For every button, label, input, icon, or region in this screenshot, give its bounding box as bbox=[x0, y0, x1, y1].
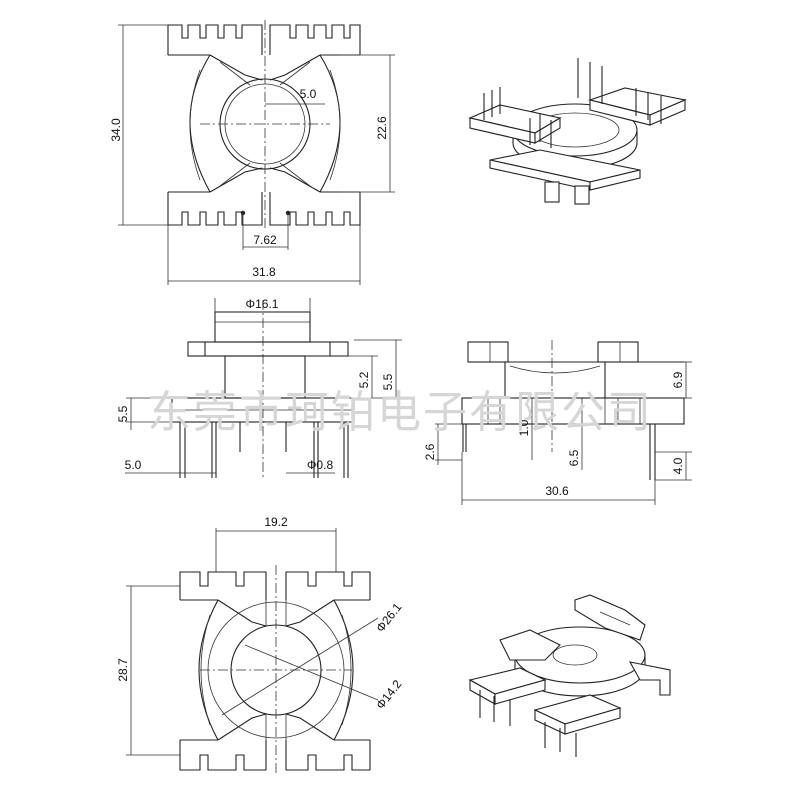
dim-pin-drop: 4.0 bbox=[671, 457, 685, 474]
dim-pin-length: 6.5 bbox=[567, 449, 581, 466]
dim-side-height: 6.9 bbox=[671, 371, 685, 388]
dim-bottom-height: 28.7 bbox=[116, 658, 130, 682]
dim-side-width: 30.6 bbox=[545, 484, 569, 498]
front-view: Φ16.1 5.2 5.5 5.5 5.0 Φ0.8 bbox=[116, 297, 402, 480]
isometric-top bbox=[468, 58, 687, 205]
dim-outer-diameter: Φ26.1 bbox=[373, 600, 405, 635]
dim-height-34: 34.0 bbox=[109, 118, 123, 142]
dim-core-height: 1.0 bbox=[517, 419, 531, 436]
bottom-view: 19.2 28.7 Φ26.1 Φ14.2 bbox=[116, 515, 405, 775]
side-view: 6.9 1.0 2.6 6.5 4.0 30.6 bbox=[423, 340, 692, 505]
dim-pin-pitch: 7.62 bbox=[253, 233, 277, 247]
dim-width-31: 31.8 bbox=[252, 265, 276, 279]
top-view: 34.0 22.6 5.0 7.62 31.8 bbox=[109, 20, 395, 285]
dim-bottom-width: 19.2 bbox=[264, 515, 288, 529]
dim-inner-height: 22.6 bbox=[375, 116, 389, 140]
dim-inner-diameter: Φ14.2 bbox=[373, 677, 405, 712]
dim-pin-diameter: Φ0.8 bbox=[307, 458, 334, 472]
isometric-bottom bbox=[468, 594, 671, 757]
dim-height-upper: 5.2 bbox=[357, 371, 371, 388]
dim-pin-spacing: 5.0 bbox=[125, 458, 142, 472]
dim-height-total: 5.5 bbox=[381, 373, 395, 390]
watermark: 东莞市珂铂电子有限公司 bbox=[147, 387, 653, 438]
dim-flange-height: 5.5 bbox=[116, 405, 130, 422]
dim-core-offset: 5.0 bbox=[300, 87, 317, 101]
dim-diameter-16: Φ16.1 bbox=[246, 297, 279, 311]
dim-pin-offset: 2.6 bbox=[423, 443, 437, 460]
